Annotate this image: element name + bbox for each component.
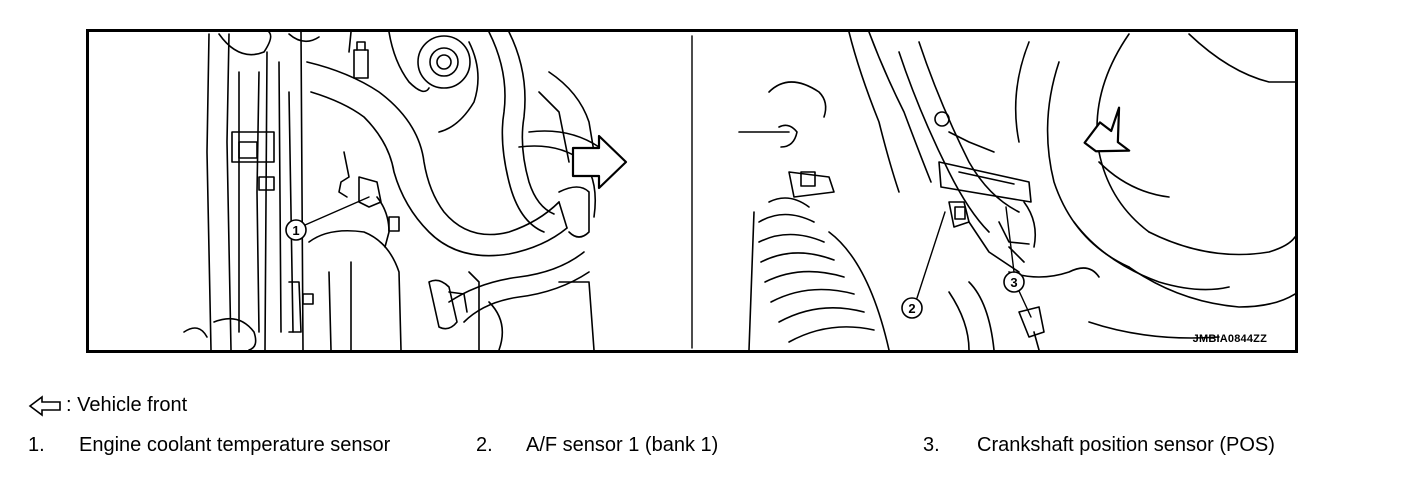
item-label: A/F sensor 1 (bank 1) xyxy=(526,434,719,456)
list-item-2: 2. A/F sensor 1 (bank 1) xyxy=(476,434,718,457)
figure-id-code: JMBIA0844ZZ xyxy=(1192,333,1267,345)
callout-1-label: 1 xyxy=(292,223,299,238)
callout-2-label: 2 xyxy=(908,301,915,316)
item-number: 1. xyxy=(28,434,45,456)
left-panel-drawing xyxy=(183,32,600,350)
callout-1-group xyxy=(285,196,370,241)
vehicle-front-arrow-right-icon xyxy=(571,134,628,190)
callout-3-label: 3 xyxy=(1010,275,1017,290)
callout-2-group xyxy=(901,211,946,319)
engine-line-drawing: 1 2 3 xyxy=(183,32,1295,350)
list-item-1: 1. Engine coolant temperature sensor xyxy=(28,434,390,457)
vehicle-front-legend: : Vehicle front xyxy=(28,394,187,417)
vehicle-front-label: : Vehicle front xyxy=(66,394,188,416)
vehicle-front-arrow-diagonal-icon xyxy=(1083,106,1131,153)
item-number: 3. xyxy=(923,434,940,456)
callout-3-group xyxy=(1003,206,1032,318)
item-label: Engine coolant temperature sensor xyxy=(79,434,391,456)
right-panel-drawing xyxy=(738,32,1295,350)
item-label: Crankshaft position sensor (POS) xyxy=(977,434,1275,456)
list-item-3: 3. Crankshaft position sensor (POS) xyxy=(923,434,1275,457)
item-number: 2. xyxy=(476,434,493,456)
engine-diagram-figure: 1 2 3 JMBIA0844ZZ xyxy=(86,29,1298,353)
hollow-left-arrow-icon xyxy=(28,394,61,417)
